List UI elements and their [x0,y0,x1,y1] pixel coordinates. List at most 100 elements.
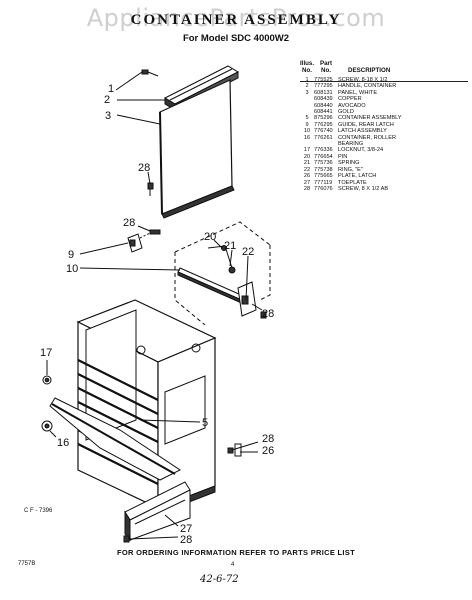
page-title: CONTAINER ASSEMBLY [130,12,342,28]
description-cell: Handle, Container [338,83,397,90]
parts-table-row: 608439 Copper [300,96,470,102]
description-cell: Gold [338,109,354,116]
part-no-cell: 775736 [314,160,333,167]
part-no-cell: 775665 [314,173,333,180]
description-cell: Copper [338,96,362,103]
parts-table-row: 3 608131 Panel, White [300,90,470,96]
description-cell: Bearing [338,141,364,148]
callout-22: 22 [242,246,254,258]
parts-table-row: 608440 Avocado [300,103,470,109]
callout-16: 16 [57,437,69,449]
callout-1: 1 [108,83,114,95]
part-no-cell: 777119 [314,179,333,186]
front-panel [159,79,235,219]
description-cell: Screw, 8 x 1/2 AB [338,185,389,192]
description-cell: Pin [338,153,348,160]
callout-21: 21 [224,240,236,252]
illus-no-cell: 3 [305,89,309,96]
illus-no-cell: 28 [303,185,311,192]
rear-latch-guide [127,229,161,253]
description-cell: Spring [338,160,360,167]
cf-code: C F - 7396 [24,508,53,514]
callout-26: 26 [262,445,274,457]
part-no-cell: 776740 [314,128,333,135]
illus-no-cell: 2 [305,83,309,90]
part-no-cell: 776261 [314,134,333,141]
part-no-cell: 875296 [314,115,333,122]
illus-no-cell: 9 [305,121,309,128]
part-no-cell: 776076 [314,185,333,192]
screw-28-latch [260,311,267,319]
description-cell: Ring, "E" [338,166,363,173]
container-assembly [49,299,217,515]
callout-2: 2 [104,94,110,106]
illus-no-cell: 1 [305,77,309,83]
part-no-cell: 608131 [314,89,333,96]
callout-28-plate: 28 [262,433,274,445]
screw-1 [141,69,159,77]
page-code: 7757B [18,561,36,567]
description-cell: Avocado [338,102,366,109]
callout-17: 17 [40,347,52,359]
screw-28-upper [147,182,154,196]
parts-table-row: 9 776295 Guide, Rear Latch [300,122,470,128]
header-illus-no: Illus. No. [300,60,315,74]
part-no-cell: 775738 [314,166,333,173]
page-mark: 4 [231,562,235,568]
description-cell: Screw, 8-18 x 1/2 [338,77,388,83]
latch-assembly [174,221,271,326]
leader-lines [46,71,263,540]
illus-no-cell: 16 [303,134,311,141]
part-no-cell: 775525 [314,77,333,83]
latch-plate-26 [227,443,242,457]
header-description: DESCRIPTION [348,67,391,74]
parts-table-row: 5875296Container Assembly [300,115,470,121]
parts-table-body: 1 775525 Screw, 8-18 x 1/2 2 777295 Handle, C… [300,77,470,192]
part-no-cell: 608440 [314,102,333,109]
description-cell: Container, Roller [338,134,397,141]
description-cell: Guide, Rear Latch [338,121,394,128]
description-cell: Locknut, 3/8-24 [338,147,384,154]
part-no-cell: 776295 [314,121,333,128]
page-subtitle: For Model SDC 4000W2 [182,33,290,44]
parts-table-row: Bearing [300,141,470,147]
callout-28-upper: 28 [138,162,150,174]
parts-table-row: 2 777295 Handle, Container [300,83,470,89]
description-cell: Plate, Latch [338,173,377,180]
illus-no-cell: 21 [303,160,311,167]
illus-no-cell: 17 [303,147,311,154]
part-no-cell: 608441 [314,109,333,116]
description-cell: Latch Assembly [338,128,387,135]
locknut-17 [42,375,52,385]
part-no-cell: 777295 [314,83,333,90]
ordering-footer: FOR ORDERING INFORMATION REFER TO PARTS … [117,548,355,557]
callout-27: 27 [180,523,192,535]
parts-table-row: 608441 Gold [300,109,470,115]
parts-table-row: 26775665Plate, Latch [300,173,470,179]
description-cell: Panel, White [338,89,378,96]
part-no-cell: 776654 [314,153,333,160]
handwritten-date: 42-6-72 [200,574,239,585]
callout-10: 10 [66,263,78,275]
illus-no-cell: 20 [303,153,311,160]
part-no-cell: 608439 [314,96,333,103]
parts-table-row: 27777119Toeplate [300,180,470,186]
illus-no-cell: 22 [303,166,311,173]
callout-3: 3 [105,110,111,122]
illus-no-cell: 10 [303,128,311,135]
callout-20: 20 [204,231,216,243]
callout-28-toeplate: 28 [180,534,192,546]
parts-table-header: Illus. No. Part No. DESCRIPTION [300,60,470,74]
header-part-no: Part No. [319,60,333,74]
toeplate-27 [123,481,191,543]
callout-28-guide: 28 [123,217,135,229]
parts-table-row: 17776336Locknut, 3/8-24 [300,147,470,153]
description-cell: Toeplate [338,179,367,186]
table-header-rule [300,81,468,82]
